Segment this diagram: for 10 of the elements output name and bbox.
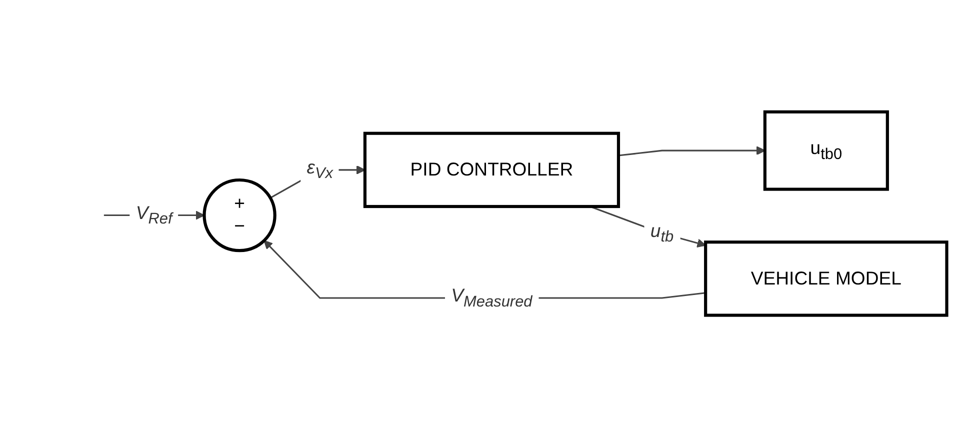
edge-label: V$_{Measured}$ bbox=[451, 285, 532, 310]
node-circle: + − bbox=[202, 178, 276, 252]
edge-label: ε$_{Vx}$ bbox=[306, 156, 334, 182]
edge-label: u$_{tb}$ bbox=[650, 220, 674, 246]
node-box: VEHICLE MODEL bbox=[704, 240, 948, 317]
arrow bbox=[590, 206, 706, 248]
node-box: u$_{tb0}$ bbox=[763, 110, 889, 191]
arrow bbox=[618, 146, 766, 156]
node-box: PID CONTROLLER bbox=[363, 132, 620, 208]
edge-label: V$_{Ref}$ bbox=[136, 202, 172, 228]
